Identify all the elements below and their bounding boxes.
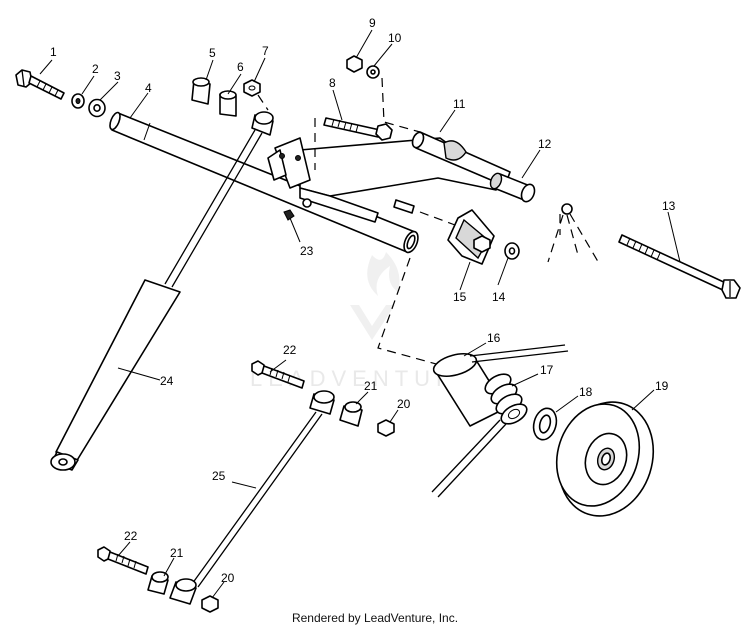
part-19-idler-wheel[interactable] — [544, 390, 668, 529]
part-3-washer[interactable] — [88, 98, 106, 118]
part-9-nut[interactable] — [346, 55, 363, 73]
part-20-nut-upper[interactable] — [377, 419, 395, 437]
callout-15: 15 — [453, 290, 467, 304]
part-1-bolt[interactable] — [15, 69, 65, 100]
callout-5: 5 — [209, 46, 216, 60]
callout-21-lower: 21 — [170, 546, 184, 560]
callout-1: 1 — [50, 45, 57, 59]
callout-8: 8 — [329, 76, 336, 90]
callout-6: 6 — [237, 60, 244, 74]
part-23-fitting[interactable] — [283, 198, 312, 221]
part-11-swing-arm[interactable] — [267, 131, 511, 223]
part-24-shock[interactable] — [50, 111, 274, 471]
callout-16: 16 — [487, 331, 501, 345]
part-22-bolt-lower[interactable] — [97, 546, 149, 575]
callout-24: 24 — [160, 374, 174, 388]
callout-11: 11 — [453, 97, 466, 111]
callout-17: 17 — [540, 363, 554, 377]
part-25-link-rod[interactable] — [169, 390, 335, 605]
footer-credit: Rendered by LeadVenture, Inc. — [291, 611, 459, 625]
callout-labels: 1 2 3 4 5 6 7 8 9 10 11 12 13 14 15 16 1… — [50, 16, 676, 585]
callout-25: 25 — [212, 469, 226, 483]
callout-18: 18 — [579, 385, 593, 399]
callout-9: 9 — [369, 16, 376, 30]
callout-10: 10 — [388, 31, 402, 45]
callout-22-upper: 22 — [283, 343, 297, 357]
part-21-bushing-upper[interactable] — [339, 401, 363, 427]
part-21-bushing-lower[interactable] — [147, 571, 169, 595]
callout-22-lower: 22 — [124, 529, 138, 543]
part-15-pivot-block[interactable] — [447, 209, 495, 265]
part-6-spacer[interactable] — [219, 90, 237, 117]
part-22-bolt-upper[interactable] — [251, 360, 305, 389]
part-20-nut-lower[interactable] — [201, 595, 219, 613]
part-5-bushing[interactable] — [191, 77, 211, 105]
part-7-nut[interactable] — [243, 79, 261, 97]
callout-20-upper: 20 — [397, 397, 411, 411]
callout-23: 23 — [300, 244, 314, 258]
callout-20-lower: 20 — [221, 571, 235, 585]
callout-2: 2 — [92, 62, 99, 76]
callout-4: 4 — [145, 81, 152, 95]
leader-lines — [39, 29, 681, 599]
watermark-logo — [350, 252, 400, 340]
grease-spray — [547, 203, 601, 266]
callout-13: 13 — [662, 199, 676, 213]
part-10-washer[interactable] — [366, 65, 380, 79]
part-14-washer[interactable] — [504, 242, 520, 260]
part-16-axle[interactable] — [431, 344, 569, 427]
callout-19: 19 — [655, 379, 669, 393]
part-17-torsion-spring[interactable] — [431, 370, 530, 498]
part-13-long-bolt[interactable] — [618, 234, 741, 299]
callout-21-upper: 21 — [364, 379, 378, 393]
callout-3: 3 — [114, 69, 121, 83]
part-8-bolt[interactable] — [323, 117, 393, 141]
callout-14: 14 — [492, 290, 506, 304]
part-18-washer[interactable] — [530, 406, 560, 443]
callout-7: 7 — [262, 44, 269, 58]
part-12-sleeve[interactable] — [488, 172, 537, 204]
callout-12: 12 — [538, 137, 552, 151]
